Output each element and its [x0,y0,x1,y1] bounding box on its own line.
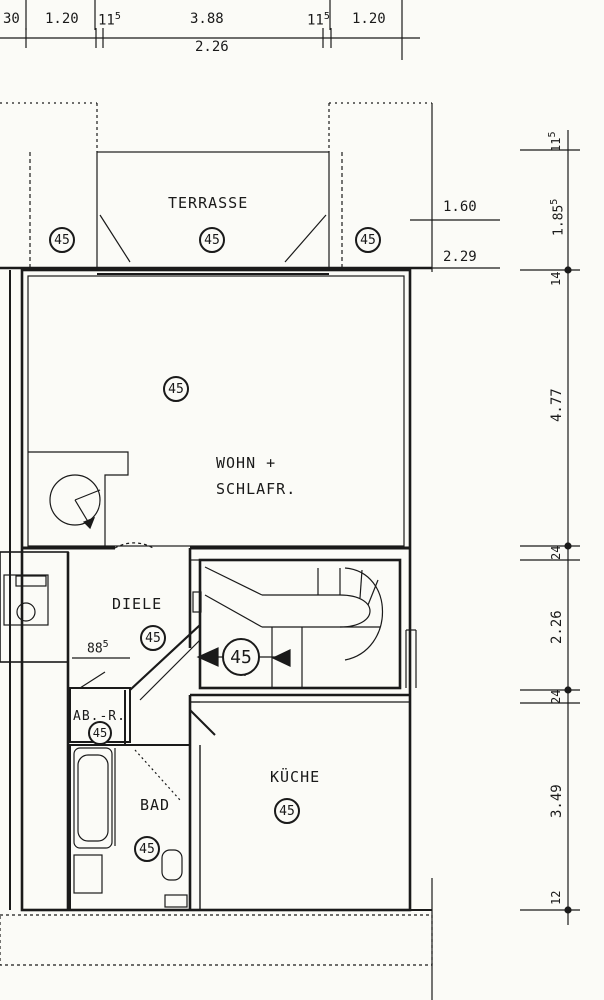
diele-label: DIELE [112,595,163,613]
bathtub [73,747,113,849]
top-dim-11-5-left: 115 [98,11,121,29]
balcony-strip [0,914,433,966]
right-dim-3-49: 3.49 [549,784,565,818]
spiral-stair-circle [49,474,101,526]
bad-label: BAD [140,796,171,814]
wohn-badge: 45 [163,376,189,402]
right-dim-14: 14 [549,271,563,286]
kueche-badge: 45 [274,798,300,824]
wohn-label-line1: WOHN + [216,454,277,472]
right-dim-12: 12 [549,890,563,905]
bathroom-outline [69,744,191,911]
top-dim-11-5-right: 115 [307,11,330,29]
right-dim-24-a: 24 [549,545,563,560]
top-dim-1-20-right: 1.20 [352,11,386,27]
wohn-label-line2: SCHLAFR. [216,480,297,498]
spiral-stair-outline [28,451,129,546]
kueche-label: KÜCHE [270,768,321,786]
stair-block [198,558,402,690]
right-dim-4-77: 4.77 [549,388,565,422]
right-terrace-badge: 45 [355,227,381,253]
terrace-depth-dim: 1.60 [443,199,477,215]
top-dim-3-88: 3.88 [190,11,224,27]
terrasse-badge: 45 [199,227,225,253]
right-dim-24-b: 24 [549,689,563,704]
left-terrace-badge: 45 [49,227,75,253]
diele-width-dim: 885 [87,639,109,657]
diele-badge: 45 [140,625,166,651]
shower [73,854,103,894]
top-dim-1-20-left: 1.20 [45,11,79,27]
terrasse-label: TERRASSE [168,194,249,212]
top-dim-2-26: 2.26 [195,39,229,55]
main-outer-wall [20,268,412,912]
abr-badge: 45 [88,721,112,745]
right-dim-11-5: 115 [547,131,563,152]
top-dim-30: 30 [3,11,20,27]
toilet [161,849,183,881]
abr-label: AB.-R. [73,709,126,724]
right-dim-2-26: 2.26 [549,610,565,644]
right-dim-1-85: 1.855 [549,198,567,236]
stair-badge: 45 [222,638,260,676]
stair-arrow-right [271,649,291,667]
terrace-depth-outer-dim: 2.29 [443,249,477,265]
bad-badge: 45 [134,836,160,862]
